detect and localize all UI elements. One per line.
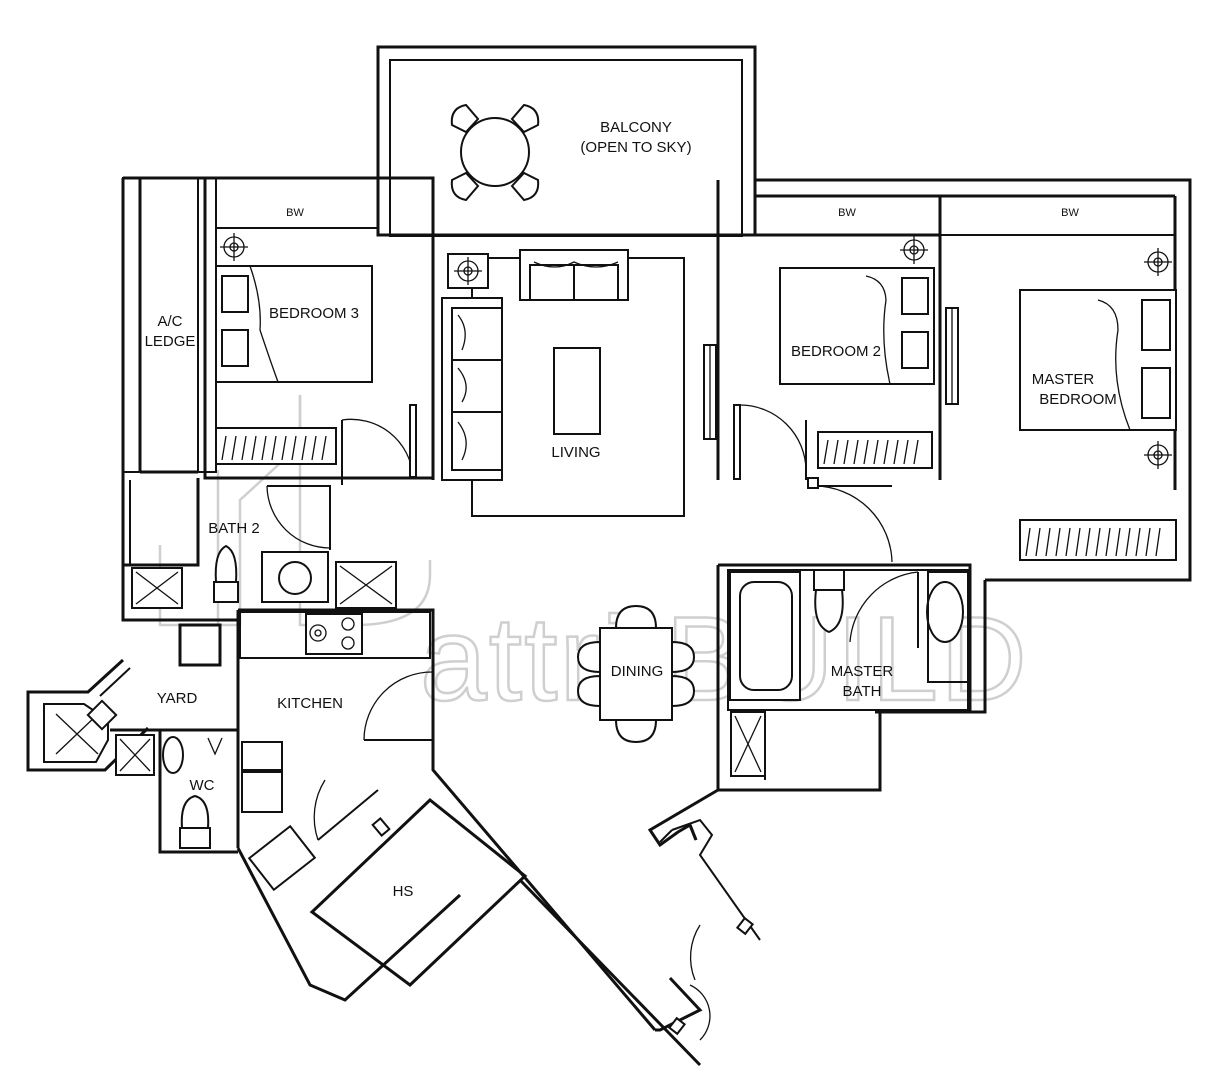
room-label-master-bedroom: MASTER	[1032, 371, 1095, 388]
yard-sink-icon	[43, 699, 118, 763]
room-label-balcony: BALCONY	[600, 119, 672, 136]
shower-icon	[730, 711, 766, 777]
dining-area: DINING	[576, 604, 696, 744]
door-hs	[313, 779, 391, 841]
bw-label-2: BW	[838, 207, 856, 219]
room-label-balcony-sub: (OPEN TO SKY)	[580, 139, 691, 156]
room-label-yard: YARD	[157, 690, 198, 707]
bathtub-icon	[729, 571, 801, 701]
lamp-icon	[1144, 441, 1172, 469]
bed-icon	[779, 267, 935, 385]
bath-2: BATH 2	[121, 472, 397, 620]
room-label-master-bath-sub: BATH	[843, 683, 882, 700]
room-label-master-bedroom-sub: BEDROOM	[1039, 391, 1117, 408]
floor-trap-icon	[207, 737, 223, 756]
wardrobe	[817, 431, 933, 469]
ac-ledge: A/C LEDGE	[122, 177, 217, 473]
lamp-icon	[220, 233, 248, 261]
room-label-bath-2: BATH 2	[208, 520, 259, 537]
lamp-icon	[900, 236, 928, 264]
kitchen-appliances	[241, 741, 317, 892]
window-master-bedroom	[945, 307, 959, 405]
window-living	[703, 344, 717, 440]
armchair-icon	[519, 249, 629, 301]
kitchen-area: KITCHEN	[236, 608, 435, 892]
shower-icon	[115, 734, 155, 776]
bedroom-3: BW BEDROOM 3	[203, 176, 435, 485]
yard-area: YARD	[26, 618, 238, 772]
household-shelter: HS	[309, 798, 528, 987]
door-master-bath	[849, 571, 919, 648]
wc-basin-icon	[162, 736, 184, 774]
main-entrance	[659, 818, 761, 1041]
room-label-kitchen: KITCHEN	[277, 695, 343, 712]
wardrobe	[1019, 519, 1177, 561]
toilet-icon	[813, 569, 845, 634]
sink-icon	[926, 571, 969, 683]
room-label-bedroom-2: BEDROOM 2	[791, 343, 881, 360]
door-bedroom-2	[733, 404, 807, 480]
room-label-dining: DINING	[611, 663, 664, 680]
room-label-bedroom-3: BEDROOM 3	[269, 305, 359, 322]
room-label-ac-ledge-sub: LEDGE	[145, 333, 196, 350]
master-bedroom: BW MASTER BEDROOM	[807, 207, 1177, 563]
master-bath: MASTER BATH	[716, 563, 972, 792]
living-area: LIVING	[431, 245, 717, 517]
toilet-icon	[179, 794, 211, 849]
hob-icon	[305, 613, 363, 655]
coffee-table	[553, 347, 601, 435]
round-table-icon	[450, 103, 540, 202]
room-label-wc: WC	[190, 777, 215, 794]
bedroom-2: BW BEDROOM 2	[716, 180, 942, 480]
room-label-living: LIVING	[551, 444, 600, 461]
balcony-area: BALCONY (OPEN TO SKY)	[376, 45, 757, 237]
lamp-icon	[447, 253, 489, 289]
sofa-icon	[441, 297, 503, 481]
toilet-icon	[213, 544, 239, 603]
shower-icon	[335, 561, 397, 609]
room-label-ac-ledge: A/C	[157, 313, 182, 330]
wardrobe	[215, 427, 337, 465]
bed-icon	[215, 265, 373, 383]
room-label-master-bath: MASTER	[831, 663, 894, 680]
room-label-hs: HS	[393, 883, 414, 900]
door-kitchen	[363, 671, 433, 741]
bed-icon	[1019, 289, 1177, 431]
bw-label-1: BW	[286, 207, 304, 219]
chair-icons	[576, 604, 696, 744]
wc-area: WC	[110, 728, 238, 854]
door-bath-2	[266, 485, 331, 550]
bw-label-3: BW	[1061, 207, 1079, 219]
door-master-bedroom	[807, 477, 893, 563]
shower-icon	[131, 567, 183, 609]
door-bedroom-3	[341, 404, 417, 485]
sink-icon	[261, 551, 329, 603]
lamp-icon	[1144, 248, 1172, 276]
